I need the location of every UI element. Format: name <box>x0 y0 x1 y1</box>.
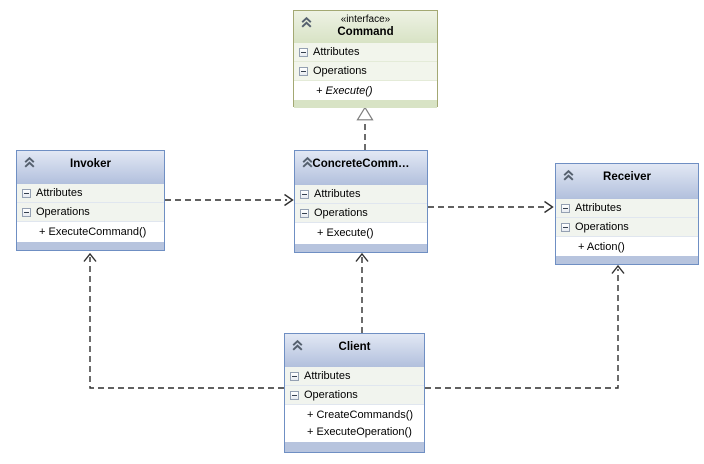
chevron-double-up-icon[interactable] <box>23 156 36 169</box>
minus-box-icon[interactable] <box>299 66 308 76</box>
dependency-arrowhead-up <box>83 252 97 262</box>
class-box-client[interactable]: Client Attributes Operations + CreateCom… <box>284 333 425 453</box>
operations-compartment[interactable]: Operations <box>294 62 437 81</box>
minus-box-icon[interactable] <box>22 188 31 198</box>
box-footer-strip <box>294 100 437 108</box>
box-footer-strip <box>17 242 164 250</box>
class-name: Invoker <box>70 158 111 170</box>
class-box-receiver[interactable]: Receiver Attributes Operations + Action(… <box>555 163 699 265</box>
operations-compartment[interactable]: Operations <box>285 386 424 405</box>
attributes-label: Attributes <box>575 202 622 214</box>
operation-item[interactable]: + Action() <box>578 241 625 253</box>
attributes-label: Attributes <box>36 187 83 199</box>
operation-item[interactable]: + ExecuteOperation() <box>307 426 412 438</box>
chevron-double-up-icon[interactable] <box>562 169 575 182</box>
realization-triangle-head[interactable] <box>356 106 374 121</box>
operation-item[interactable]: + CreateCommands() <box>307 409 414 421</box>
class-name: ConcreteComm… <box>312 158 410 170</box>
attributes-compartment[interactable]: Attributes <box>294 43 437 62</box>
attributes-label: Attributes <box>313 46 360 58</box>
attributes-compartment[interactable]: Attributes <box>285 367 424 386</box>
operations-label: Operations <box>304 389 358 401</box>
class-box-invoker[interactable]: Invoker Attributes Operations + ExecuteC… <box>16 150 165 251</box>
minus-box-icon[interactable] <box>561 222 570 232</box>
dependency-arrow-client-to-invoker[interactable] <box>89 257 284 389</box>
dependency-arrowhead-right <box>544 200 554 214</box>
operations-list: + Action() <box>556 237 698 256</box>
attributes-compartment[interactable]: Attributes <box>556 199 698 218</box>
minus-box-icon[interactable] <box>22 207 31 217</box>
class-header[interactable]: «interface» Command <box>294 11 437 43</box>
minus-box-icon[interactable] <box>561 203 570 213</box>
minus-box-icon[interactable] <box>299 47 308 57</box>
class-name: Command <box>337 26 394 38</box>
operations-list: + ExecuteCommand() <box>17 222 164 242</box>
class-header[interactable]: Receiver <box>556 164 698 199</box>
dependency-arrow-client-to-receiver[interactable] <box>425 269 619 389</box>
stereotype-label: «interface» <box>340 14 391 25</box>
operation-item[interactable]: + ExecuteCommand() <box>39 226 147 238</box>
class-name: Client <box>338 341 371 353</box>
class-header[interactable]: ConcreteComm… <box>295 151 427 185</box>
attributes-label: Attributes <box>314 188 361 200</box>
operations-list: + Execute() <box>294 81 437 100</box>
operation-item[interactable]: + Execute() <box>317 227 374 239</box>
dependency-arrowhead-up <box>355 252 369 262</box>
dependency-arrowhead-up <box>611 264 625 274</box>
operations-compartment[interactable]: Operations <box>556 218 698 237</box>
minus-box-icon[interactable] <box>300 208 309 218</box>
box-footer-strip <box>556 256 698 264</box>
class-box-concretecommand[interactable]: ConcreteComm… Attributes Operations + Ex… <box>294 150 428 253</box>
chevron-double-up-icon[interactable] <box>301 156 314 169</box>
attributes-compartment[interactable]: Attributes <box>17 184 164 203</box>
class-box-command[interactable]: «interface» Command Attributes Operation… <box>293 10 438 108</box>
operations-label: Operations <box>314 207 368 219</box>
chevron-double-up-icon[interactable] <box>300 16 313 29</box>
operations-list: + Execute() <box>295 223 427 244</box>
attributes-compartment[interactable]: Attributes <box>295 185 427 204</box>
minus-box-icon[interactable] <box>290 371 299 381</box>
minus-box-icon[interactable] <box>300 189 309 199</box>
attributes-label: Attributes <box>304 370 351 382</box>
dependency-arrowhead-right <box>284 193 294 207</box>
class-header[interactable]: Invoker <box>17 151 164 184</box>
operations-compartment[interactable]: Operations <box>17 203 164 222</box>
box-footer-strip <box>295 244 427 252</box>
operations-label: Operations <box>313 65 367 77</box>
operations-label: Operations <box>36 206 90 218</box>
chevron-double-up-icon[interactable] <box>291 339 304 352</box>
class-name: Receiver <box>603 171 651 183</box>
operations-list: + CreateCommands() + ExecuteOperation() <box>285 405 424 442</box>
class-header[interactable]: Client <box>285 334 424 367</box>
operations-label: Operations <box>575 221 629 233</box>
box-footer-strip <box>285 442 424 452</box>
minus-box-icon[interactable] <box>290 390 299 400</box>
operation-item[interactable]: + Execute() <box>316 85 373 97</box>
operations-compartment[interactable]: Operations <box>295 204 427 223</box>
